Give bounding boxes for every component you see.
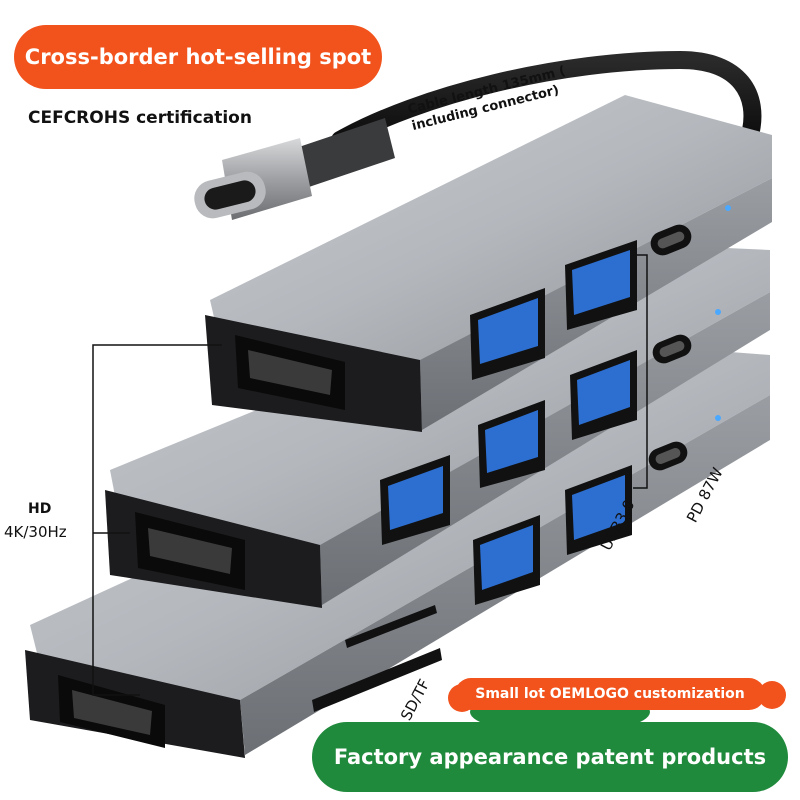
- patent-products-badge: Factory appearance patent products: [312, 722, 788, 792]
- decorative-orange-dot: [758, 681, 786, 709]
- usb-a-port-icon: [565, 465, 632, 555]
- hdmi-port-icon: [235, 335, 345, 410]
- hdmi-port-icon: [58, 675, 165, 748]
- hdmi-callout-line: [92, 344, 222, 696]
- led-indicator: [725, 205, 731, 211]
- cable-strain-relief: [290, 118, 395, 190]
- hd-spec-label: 4K/30Hz: [4, 523, 67, 541]
- usb-a-port-icon: [470, 288, 545, 380]
- usb-callout-line: [633, 254, 648, 489]
- usb-c-port-icon: [648, 441, 688, 471]
- hd-label: HD: [28, 501, 52, 517]
- usb-c-port-icon: [652, 334, 692, 364]
- certification-label: CEFCROHS certification: [28, 108, 252, 128]
- led-indicator: [715, 309, 721, 315]
- hub-top: [205, 95, 772, 432]
- sd-tf-slot-icon: [312, 605, 442, 712]
- usb-c-port-icon: [650, 224, 692, 256]
- usb-a-port-icon: [380, 455, 450, 545]
- hdmi-port-icon: [135, 512, 245, 590]
- promo-badge-hot-selling: Cross-border hot-selling spot: [14, 25, 382, 89]
- cable: [331, 50, 762, 149]
- usb-a-port-icon: [570, 350, 637, 440]
- usb-a-port-icon: [478, 400, 545, 488]
- customization-badge: Small lot OEMLOGO customization: [455, 678, 765, 710]
- usb-a-port-icon: [565, 240, 637, 330]
- usb-c-connector-icon: [194, 171, 266, 219]
- led-indicator: [715, 415, 721, 421]
- usb-a-port-icon: [473, 515, 540, 605]
